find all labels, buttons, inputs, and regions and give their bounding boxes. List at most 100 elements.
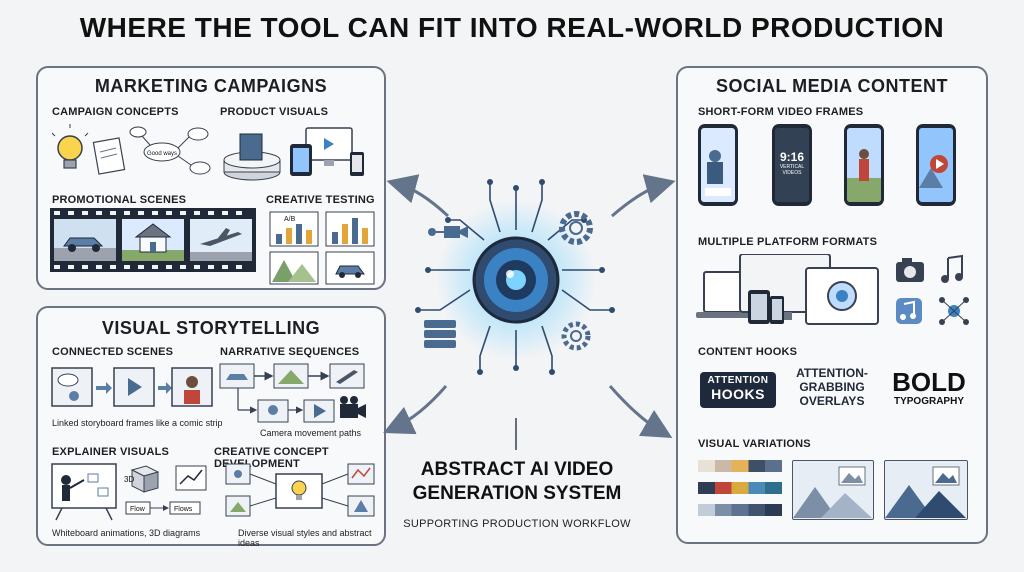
swatch-row-2 [698,482,782,494]
swatch-row-3 [698,504,782,516]
color-palette-swatches [698,460,782,518]
creative-concept-illustration [225,463,375,517]
bar-chart-card [325,211,375,247]
product-visuals-illustration [223,127,364,181]
explainer-visuals-label: EXPLAINER VISUALS [52,446,170,458]
social-title: SOCIAL MEDIA CONTENT [715,76,948,96]
flow-label: Flow [130,506,146,513]
center-title-line1: ABSTRACT AI VIDEO [420,459,614,480]
film-strip-illustration [50,208,256,272]
film-frame-plane [190,219,252,261]
tablet-format-icon [748,290,770,324]
storytelling-title: VISUAL STORYTELLING [101,318,321,338]
center-title-line2: GENERATION SYSTEM [412,483,622,504]
connected-scenes-caption: Linked storyboard frames like a comic st… [52,418,223,428]
center-system-title: ABSTRACT AI VIDEO GENERATION SYSTEM [392,458,642,506]
phone-frame-2: 9:16 VERTICAL VIDEOS [772,124,812,206]
short-form-label: SHORT-FORM VIDEO FRAMES [698,106,864,118]
hook-bold-text: BOLD [892,367,966,397]
variation-image-2 [884,460,968,520]
flow-arrows [383,174,676,450]
swatch-row-1 [698,460,782,472]
content-hooks-label: CONTENT HOOKS [698,346,798,358]
campaign-concepts-illustration: Good ways [52,124,211,175]
flows-label: Flows [174,506,193,513]
attention-hooks-badge: ATTENTION HOOKS [700,372,776,408]
monitor-icon [305,127,353,166]
flow-boxes: Flow Flows [125,501,201,515]
platform-formats-illustration [696,254,969,325]
product-pedestal-icon [223,133,281,181]
connected-scenes-label: CONNECTED SCENES [52,346,174,358]
phone-format-icon [770,296,784,324]
multiple-platform-label: MULTIPLE PLATFORM FORMATS [698,236,878,248]
idea-bulb-icon [291,480,307,500]
marketing-title: MARKETING CAMPAIGNS [94,76,328,96]
ratio-sub-2: VIDEOS [782,170,802,176]
explainer-visuals-caption: Whiteboard animations, 3D diagrams [52,528,201,538]
ab-label: A/B [284,216,296,223]
server-stack-icon [424,320,456,348]
gear-icon-bottom [561,321,591,351]
hook-grab-1: ATTENTION- [796,366,868,380]
product-visuals-label: PRODUCT VISUALS [220,106,329,118]
center-system-subtitle: SUPPORTING PRODUCTION WORKFLOW [403,518,631,530]
whiteboard-icon [51,463,117,521]
film-frame-house [122,219,184,261]
camera-node-icon [428,226,468,238]
visual-variations-label: VISUAL VARIATIONS [698,438,811,450]
phone-frame-4 [916,124,956,206]
page-title: WHERE THE TOOL CAN FIT INTO REAL-WORLD P… [79,12,945,43]
promotional-scenes-label: PROMOTIONAL SCENES [52,194,187,206]
mind-map-bubble-text: Good ways [147,151,177,157]
campaign-concepts-label: CAMPAIGN CONCEPTS [52,106,179,118]
phone-frame-1 [698,124,738,206]
ratio-sub-1: VERTICAL [779,164,805,170]
movie-camera-icon [340,396,366,418]
hook-hooks-text: HOOKS [711,386,765,402]
social-panel: SOCIAL MEDIA CONTENT SHORT-FORM VIDEO FR… [676,66,988,544]
music-app-icon [896,298,922,324]
ai-lens-icon [472,236,560,324]
network-share-icon [939,297,969,325]
narrative-sequences-caption: Camera movement paths [260,428,362,438]
arrow-to-marketing [386,174,450,218]
camera-icon [896,258,924,282]
variation-image-1 [792,460,874,520]
connected-scenes-illustration [51,367,213,407]
hook-grab-3: OVERLAYS [799,394,865,408]
tablet-icon [290,144,312,176]
arrow-to-storytelling [383,385,448,435]
hook-typo-text: TYPOGRAPHY [893,396,964,407]
explainer-visuals-illustration: 3D Flow Flows [51,463,207,521]
phone-small-icon [350,152,364,176]
storytelling-panel: VISUAL STORYTELLING CONNECTED SCENES NAR… [36,306,386,548]
hook-grab-2: GRABBING [799,380,865,394]
ratio-text: 9:16 [779,150,805,164]
arrow-to-social-bottom [608,385,673,439]
mountain-card [269,251,319,285]
arrow-to-social [611,174,676,218]
trend-card-icon [175,465,207,491]
cube-3d-label: 3D [124,475,134,484]
gear-icon-top [559,211,593,245]
music-note-icon [941,254,963,283]
cube-3d-icon: 3D [124,465,160,493]
creative-concept-caption: Diverse visual styles and abstract ideas [238,528,372,548]
ai-core-illustration [415,179,615,375]
attention-grabbing-overlay: ATTENTION- GRABBING OVERLAYS [790,366,874,408]
film-frame-car [54,219,116,261]
mind-map-icon: Good ways [129,126,211,175]
lightbulb-icon [52,124,89,169]
marketing-panel: MARKETING CAMPAIGNS CAMPAIGN CONCEPTS PR… [36,66,386,290]
sketch-paper-icon [92,137,126,175]
ab-chart-card: A/B [269,211,319,247]
narrative-sequences-label: NARRATIVE SEQUENCES [220,346,360,358]
creative-testing-illustration: A/B [269,211,375,285]
narrative-sequences-illustration [219,363,366,423]
hook-attention-text: ATTENTION [707,375,769,386]
camera-lens-screen-icon [805,267,879,325]
car-card [325,251,375,285]
bold-typography: BOLD TYPOGRAPHY [884,368,974,407]
phone-frame-3 [844,124,884,206]
